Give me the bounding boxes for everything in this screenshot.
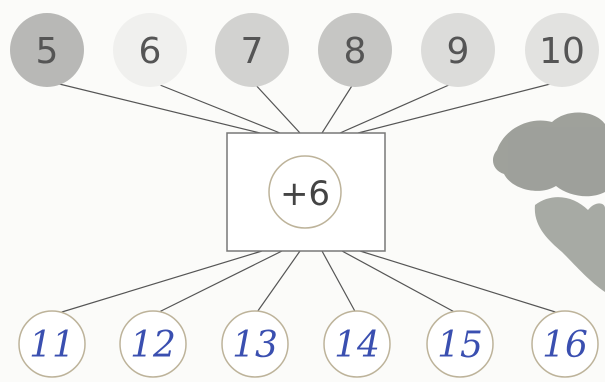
output-number-label: 15: [437, 325, 483, 366]
output-connector-line: [342, 251, 460, 315]
input-connector-line: [47, 81, 260, 133]
output-number-label: 13: [232, 325, 278, 366]
input-number-row: 5 6 7 8 9 10: [10, 13, 599, 87]
input-number-label: 10: [539, 31, 585, 72]
input-connector-line: [322, 81, 355, 133]
input-number-label: 7: [241, 31, 264, 72]
operation-box: +6: [227, 133, 385, 251]
output-number-label: 11: [29, 325, 75, 366]
input-number-label: 5: [36, 31, 59, 72]
operation-label: +6: [280, 174, 330, 214]
input-connector-line: [340, 81, 458, 133]
input-number-label: 9: [447, 31, 470, 72]
output-connector-line: [52, 251, 262, 315]
output-number-label: 14: [334, 325, 380, 366]
foliage-illustration: [493, 112, 605, 292]
output-number-label: 16: [542, 325, 588, 366]
output-connector-line: [360, 251, 565, 315]
output-connector-lines: [52, 251, 565, 315]
output-number-row: 11 12 13 14 15 16: [19, 311, 598, 377]
output-number-label: 12: [130, 325, 176, 366]
input-connector-lines: [47, 81, 562, 133]
input-connector-line: [150, 81, 280, 133]
input-number-label: 6: [139, 31, 162, 72]
input-number-label: 8: [344, 31, 367, 72]
output-connector-line: [322, 251, 357, 315]
output-connector-line: [153, 251, 282, 315]
